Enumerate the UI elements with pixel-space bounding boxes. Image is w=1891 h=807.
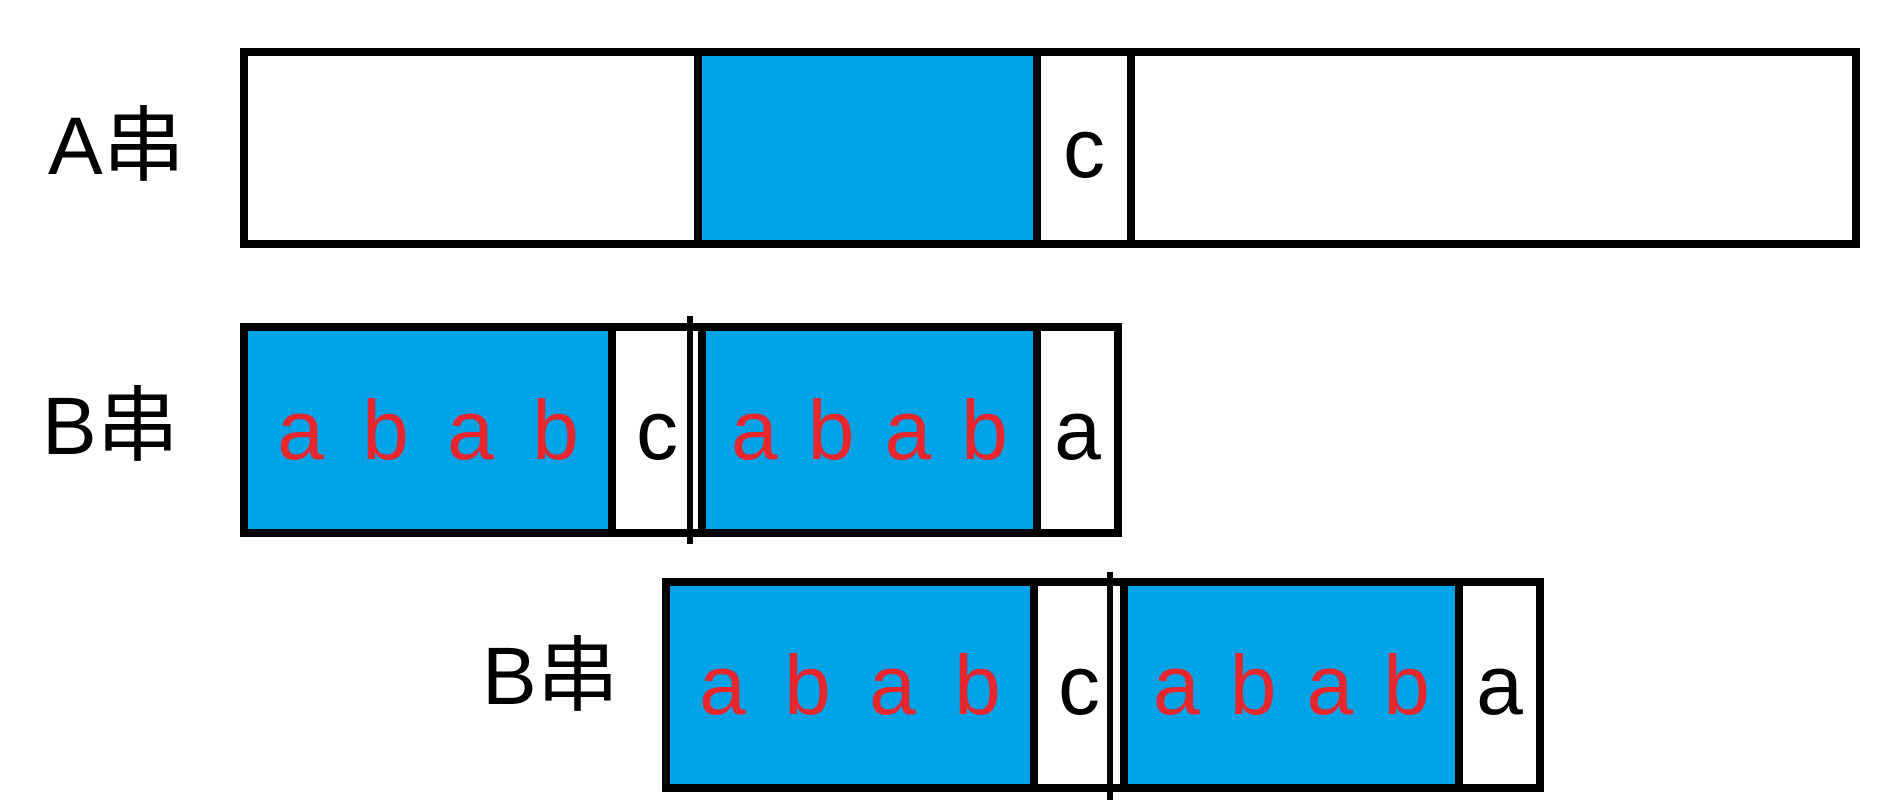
- row-b1-prefix-char: b: [532, 383, 579, 477]
- row-b2-label: B串: [482, 631, 619, 722]
- row-b1-prefix-char: b: [362, 383, 409, 477]
- row-b2-suffix-char: a: [1306, 638, 1354, 732]
- row-a-cell-right: [1127, 56, 1852, 240]
- row-b1-suffix-char: a: [731, 383, 778, 477]
- row-b1-prefix-char: a: [277, 383, 324, 477]
- row-a-cell-matched: [694, 56, 1033, 240]
- row-b1-sep-cell: c: [608, 331, 698, 529]
- row-b2-suffix-char: b: [1229, 638, 1277, 732]
- row-b2-divider-line: [1107, 572, 1113, 800]
- row-b1-suffix-char: b: [807, 383, 855, 477]
- row-b1-suffix-char: a: [884, 383, 932, 477]
- row-b2-sep-char: c: [1058, 638, 1100, 732]
- row-b1-prefix-char: a: [447, 383, 494, 477]
- row-b2-strip: a b a b c a b a b a: [662, 578, 1544, 792]
- row-b1-label: B串: [42, 381, 179, 472]
- row-b1-suffix-char: b: [961, 383, 1008, 477]
- row-b1-end-cell: a: [1033, 331, 1114, 529]
- row-a-strip: c: [240, 48, 1860, 248]
- row-b2-end-cell: a: [1455, 586, 1536, 784]
- row-b1-strip: a b a b c a b a b a: [240, 323, 1122, 537]
- row-a-cell-mismatch: c: [1033, 56, 1127, 240]
- row-b2-suffix: a b a b: [1120, 586, 1455, 784]
- row-b2-suffix-char: a: [1153, 638, 1200, 732]
- row-a-label: A串: [48, 101, 185, 192]
- row-a-mismatch-char: c: [1063, 101, 1105, 195]
- row-b2-suffix-char: b: [1383, 638, 1430, 732]
- row-b1-prefix: a b a b: [248, 331, 608, 529]
- row-a-cell-left: [248, 56, 694, 240]
- row-b2-prefix-char: a: [869, 638, 916, 732]
- row-b1-divider-line: [687, 316, 693, 544]
- row-b2-prefix: a b a b: [670, 586, 1030, 784]
- row-b2-sep-cell: c: [1030, 586, 1120, 784]
- row-b1-sep-char: c: [636, 383, 678, 477]
- row-b1-suffix: a b a b: [698, 331, 1033, 529]
- row-b1-end-char: a: [1054, 383, 1101, 477]
- row-b2-prefix-char: a: [699, 638, 746, 732]
- row-b2-end-char: a: [1476, 638, 1523, 732]
- row-b2-prefix-char: b: [954, 638, 1001, 732]
- row-b2-prefix-char: b: [784, 638, 831, 732]
